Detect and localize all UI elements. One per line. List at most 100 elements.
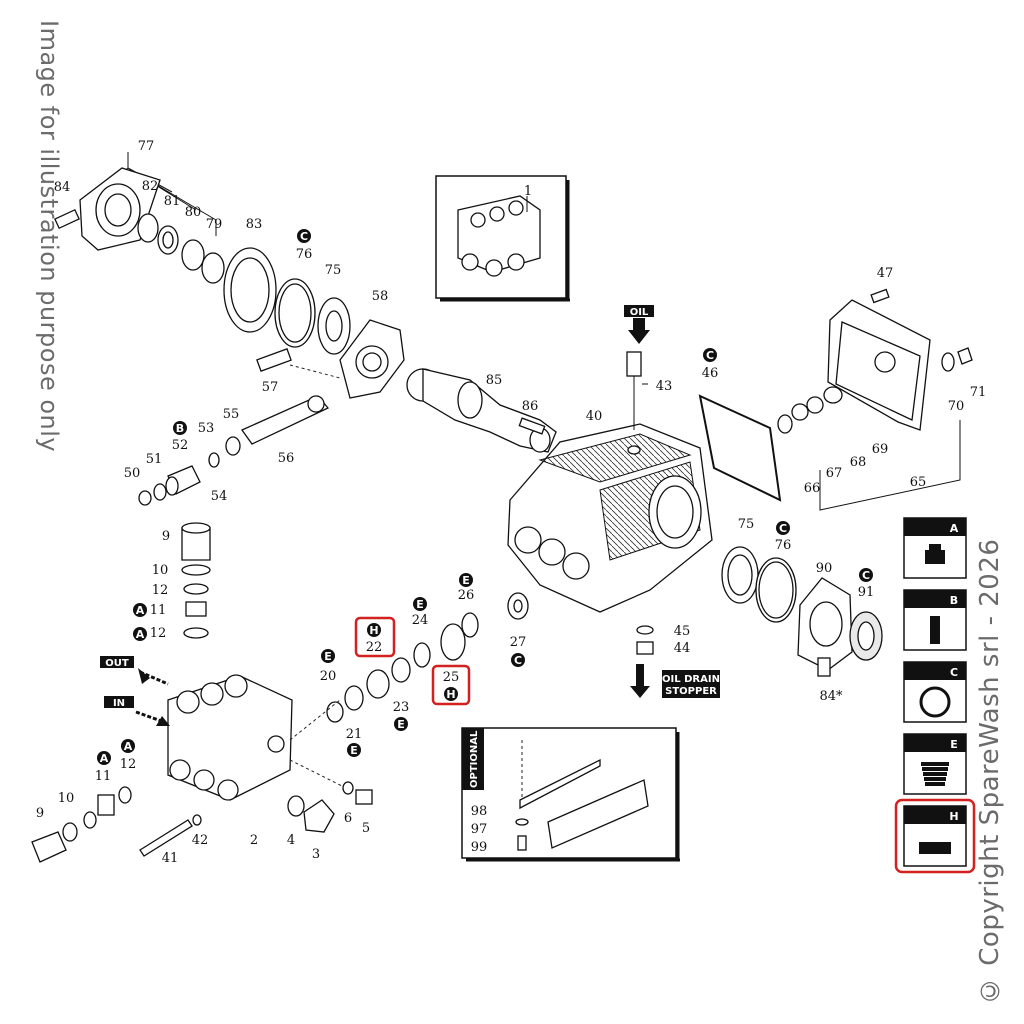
kit-mark-c: C: [511, 653, 525, 667]
part-label-53: 53: [198, 421, 215, 436]
kit-mark-e: E: [394, 717, 408, 731]
part-label-71: 71: [970, 385, 987, 400]
part-label-69: 69: [872, 442, 889, 457]
part-label-50: 50: [124, 466, 141, 481]
kit-mark-e: E: [321, 649, 335, 663]
svg-text:A: A: [100, 752, 109, 765]
part-label-65: 65: [910, 475, 927, 490]
part-label-84: 84: [54, 180, 71, 195]
oil-dipstick: [626, 351, 648, 430]
crankcase-cover-group: [54, 152, 351, 355]
svg-text:E: E: [397, 718, 405, 731]
part-label-86: 86: [522, 399, 539, 414]
svg-text:E: E: [350, 744, 358, 757]
kit-mark-a: A: [121, 739, 135, 753]
svg-text:A: A: [136, 604, 145, 617]
part-label-58: 58: [372, 289, 389, 304]
part-label-10: 10: [152, 563, 169, 578]
svg-text:B: B: [176, 422, 184, 435]
kit-mark-a: A: [97, 751, 111, 765]
oil-label: OIL: [630, 307, 649, 318]
legend-letter: B: [950, 594, 958, 607]
part-label-41: 41: [162, 851, 179, 866]
connecting-rod: [256, 319, 405, 399]
outlet-fittings: [31, 781, 373, 863]
part-label-90: 90: [816, 561, 833, 576]
inlet-fittings-column: [181, 522, 211, 639]
svg-text:C: C: [862, 569, 870, 582]
part-label-44: 44: [674, 641, 691, 656]
kit-mark-c: C: [703, 348, 717, 362]
seal-kit-icon: [921, 762, 949, 786]
manifold-head: [167, 674, 351, 801]
part-label-12: 12: [120, 757, 137, 772]
legend-letter: H: [949, 810, 958, 823]
highlight-25: [431, 664, 471, 706]
part-label-56: 56: [278, 451, 295, 466]
svg-text:A: A: [124, 740, 133, 753]
kit-mark-b: B: [173, 421, 187, 435]
svg-text:E: E: [462, 574, 470, 587]
svg-text:C: C: [706, 349, 714, 362]
oil-drain-indicator: [630, 664, 720, 698]
part-label-24: 24: [412, 613, 429, 628]
legend-highlight: [894, 798, 976, 874]
svg-text:E: E: [416, 598, 424, 611]
part-label-66: 66: [804, 481, 821, 496]
part-label-75: 75: [738, 517, 755, 532]
part-label-12: 12: [152, 583, 169, 598]
svg-text:H: H: [369, 624, 378, 637]
part-label-9: 9: [36, 806, 44, 821]
optional-base-kit: [461, 727, 680, 862]
kit-mark-c: C: [776, 521, 790, 535]
legend-kit-b: B: [903, 589, 967, 651]
part-label-27: 27: [510, 635, 527, 650]
oil-drain-plug: [636, 625, 654, 655]
flow-indicators: [100, 656, 170, 726]
svg-text:C: C: [779, 522, 787, 535]
part-label-97: 97: [471, 822, 488, 837]
oil-drain-label: OIL DRAIN: [662, 674, 720, 685]
in-label: IN: [113, 698, 125, 709]
legend-kit-a: A: [903, 517, 967, 579]
part-label-22: 22: [366, 640, 383, 655]
svg-text:C: C: [300, 230, 308, 243]
part-label-20: 20: [320, 669, 337, 684]
part-label-68: 68: [850, 455, 867, 470]
part-label-6: 6: [344, 811, 352, 826]
svg-text:H: H: [446, 688, 455, 701]
part-label-85: 85: [486, 373, 503, 388]
svg-text:C: C: [514, 654, 522, 667]
part-label-77: 77: [138, 139, 155, 154]
valve-kit-icon: [925, 544, 945, 564]
part-label-23: 23: [393, 700, 410, 715]
crankshaft: [406, 368, 557, 453]
part-label-46: 46: [702, 366, 719, 381]
svg-text:A: A: [136, 628, 145, 641]
kit-mark-c: C: [859, 568, 873, 582]
oil-indicator: [624, 305, 654, 344]
part-label-52: 52: [172, 438, 189, 453]
part-label-80: 80: [185, 205, 202, 220]
cover-gasket: [698, 394, 782, 502]
bearing-flange-group: [721, 546, 883, 677]
legend-letter: C: [950, 666, 958, 679]
part-label-12: 12: [150, 626, 167, 641]
part-label-76: 76: [775, 538, 792, 553]
part-label-75: 75: [325, 263, 342, 278]
part-label-1: 1: [524, 184, 532, 199]
part-label-40: 40: [586, 409, 603, 424]
pump-assembly-inset: [435, 175, 570, 302]
legend-kit-e: E: [903, 733, 967, 795]
h-kit-icon: [919, 842, 951, 854]
part-label-47: 47: [877, 266, 894, 281]
part-label-5: 5: [362, 821, 370, 836]
part-label-43: 43: [656, 379, 673, 394]
part-label-42: 42: [192, 833, 209, 848]
part-label-4: 4: [287, 833, 295, 848]
part-label-67: 67: [826, 466, 843, 481]
plunger-guide: [138, 395, 330, 506]
part-label-70: 70: [948, 399, 965, 414]
part-label-45: 45: [674, 624, 691, 639]
part-label-99: 99: [471, 840, 488, 855]
